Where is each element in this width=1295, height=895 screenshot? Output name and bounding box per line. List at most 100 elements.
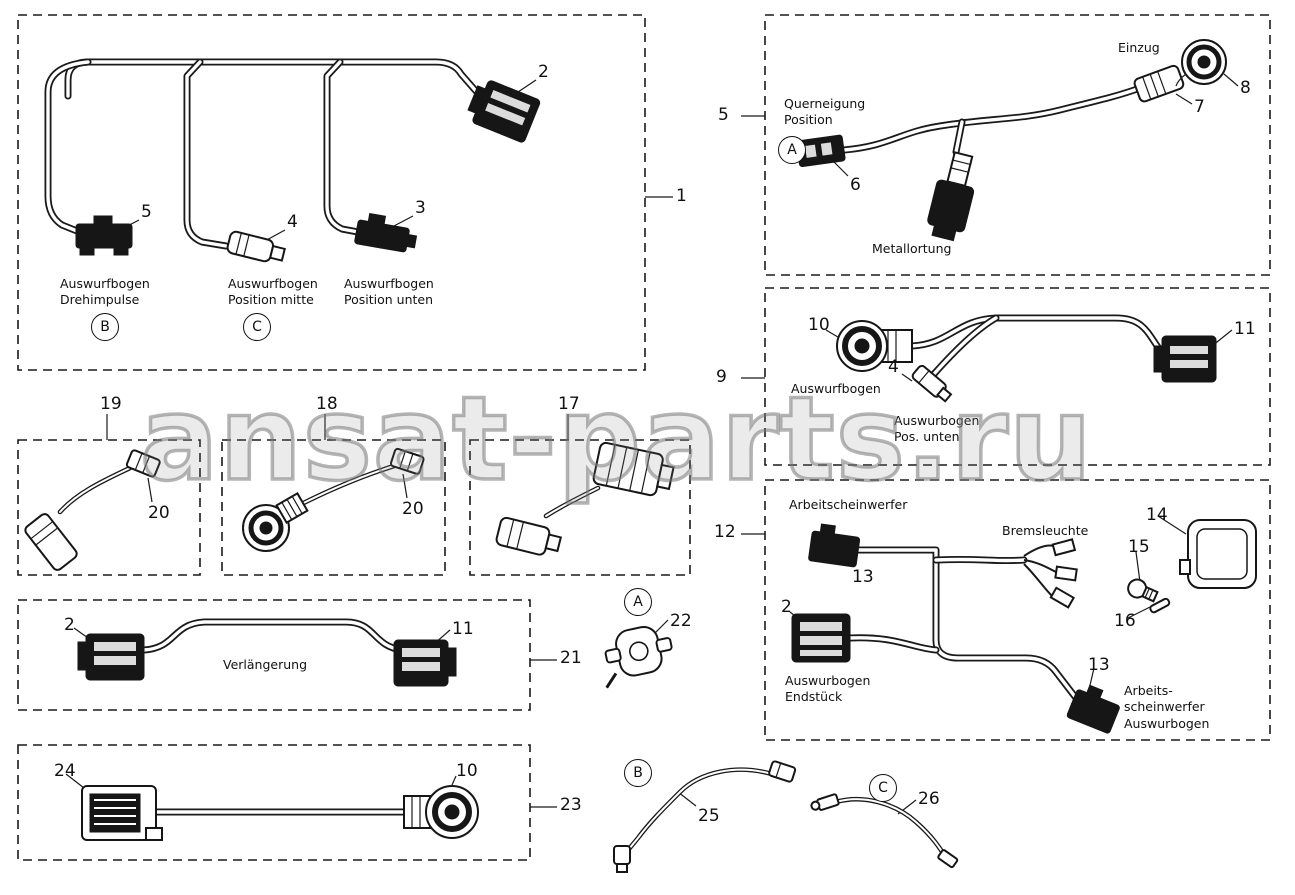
circle-letter-c: C xyxy=(243,313,271,341)
label-arbeitscheinwerfer: Arbeitscheinwerfer xyxy=(789,497,908,512)
harness-21-art xyxy=(77,618,457,687)
callout-17-box: 17 xyxy=(558,394,580,414)
callout-5: 5 xyxy=(141,202,152,222)
harness-9-art xyxy=(836,314,1217,403)
label-auswurfbogen: Auswurfbogen xyxy=(791,381,881,396)
connector-10 xyxy=(836,320,913,372)
callout-1: 1 xyxy=(676,186,687,206)
callout-2: 2 xyxy=(538,62,549,82)
bracket-22-art xyxy=(604,625,673,689)
callout-18-box: 18 xyxy=(316,394,338,414)
part-18-art xyxy=(242,447,425,552)
circle-letter-c2: C xyxy=(869,774,897,802)
callout-26: 26 xyxy=(918,789,940,809)
connector-5 xyxy=(75,215,133,256)
callout-2c: 2 xyxy=(64,615,75,635)
panel-19-border xyxy=(17,439,201,576)
panel-9-border xyxy=(764,287,1271,466)
callout-10b: 10 xyxy=(456,761,478,781)
callout-25: 25 xyxy=(698,806,720,826)
callout-11b: 11 xyxy=(452,619,474,639)
connector-8 xyxy=(1175,39,1227,87)
callout-24: 24 xyxy=(54,761,76,781)
panel-1-border xyxy=(17,14,646,371)
callout-20b: 20 xyxy=(402,499,424,519)
sensor-body xyxy=(24,513,78,571)
leader-lines xyxy=(65,73,1239,815)
label-arbeitsscheinwerfer-unten: Arbeits- scheinwerfer Auswurbogen xyxy=(1124,683,1210,731)
connector-4 xyxy=(226,230,286,263)
panel-borders xyxy=(17,14,1271,861)
harness-12-art xyxy=(791,519,1257,734)
callout-3: 3 xyxy=(415,198,426,218)
harness-1-art xyxy=(44,58,541,263)
callout-16: 16 xyxy=(1114,611,1136,631)
connector-7 xyxy=(1133,64,1185,103)
label-drehimpulse: Auswurfbogen Drehimpulse xyxy=(60,276,150,308)
lamp-14 xyxy=(1179,519,1257,589)
part-19-art xyxy=(24,449,161,571)
connector-13-top xyxy=(808,523,861,568)
callout-6: 6 xyxy=(850,175,861,195)
label-endstueck: Auswurbogen Endstück xyxy=(785,673,871,705)
callout-10: 10 xyxy=(808,315,830,335)
callout-4: 4 xyxy=(287,212,298,232)
connector-11 xyxy=(1153,335,1217,383)
callout-13-top: 13 xyxy=(852,567,874,587)
connector-10-round xyxy=(403,785,479,839)
flag-terminal-2 xyxy=(1054,565,1078,582)
circle-letter-a: A xyxy=(778,136,806,164)
cable-26-art xyxy=(810,793,959,869)
harness-23-art xyxy=(81,785,479,841)
label-verlaengerung: Verlängerung xyxy=(223,657,308,672)
connector-4-small xyxy=(911,364,953,403)
connector-2-left xyxy=(77,633,145,681)
connector-3 xyxy=(354,212,418,253)
callout-15: 15 xyxy=(1128,537,1150,557)
panel-17-border xyxy=(469,439,691,576)
panel-23-border xyxy=(17,744,531,861)
pin-16 xyxy=(1149,597,1171,614)
callout-11: 11 xyxy=(1234,319,1256,339)
cylindrical-connector xyxy=(495,516,563,556)
label-position-mitte: Auswurfbogen Position mitte xyxy=(228,276,318,308)
connector-11-right xyxy=(393,639,457,687)
harness-5-art xyxy=(788,39,1227,242)
label-position-unten: Auswurfbogen Position unten xyxy=(344,276,434,308)
connector-20-a xyxy=(125,449,161,478)
circle-letter-b: B xyxy=(91,313,119,341)
label-einzug: Einzug xyxy=(1118,40,1160,55)
label-bremsleuchte: Bremsleuchte xyxy=(1002,523,1089,538)
panel-18-border xyxy=(221,439,446,576)
callout-7: 7 xyxy=(1194,97,1205,117)
label-metallortung: Metallortung xyxy=(872,241,952,256)
callout-23-box: 23 xyxy=(560,795,582,815)
label-pos-unten: Auswurbogen Pos. unten xyxy=(894,413,980,445)
callout-4b: 4 xyxy=(888,357,899,377)
callout-2b: 2 xyxy=(781,597,792,617)
callout-8: 8 xyxy=(1240,78,1251,98)
callout-22: 22 xyxy=(670,611,692,631)
round-connector xyxy=(242,491,309,552)
connector-13-bottom xyxy=(1066,684,1120,734)
callout-9-box: 9 xyxy=(716,367,727,387)
flag-terminal-1 xyxy=(1051,538,1077,557)
label-querneigung: Querneigung Position xyxy=(784,96,866,128)
connector-2-endstueck xyxy=(791,613,851,663)
cable-25-art xyxy=(613,760,797,873)
callout-20a: 20 xyxy=(148,503,170,523)
bulb-15 xyxy=(1127,578,1159,603)
panel-12-border xyxy=(764,479,1271,741)
part-17-art xyxy=(495,441,675,556)
callout-21-box: 21 xyxy=(560,648,582,668)
large-connector xyxy=(592,441,675,497)
callout-12-box: 12 xyxy=(714,522,736,542)
callout-14: 14 xyxy=(1146,505,1168,525)
circle-letter-b2: B xyxy=(624,759,652,787)
callout-19-box: 19 xyxy=(100,394,122,414)
connector-24 xyxy=(81,785,163,841)
panel-5-border xyxy=(764,14,1271,276)
panel-21-border xyxy=(17,599,531,711)
